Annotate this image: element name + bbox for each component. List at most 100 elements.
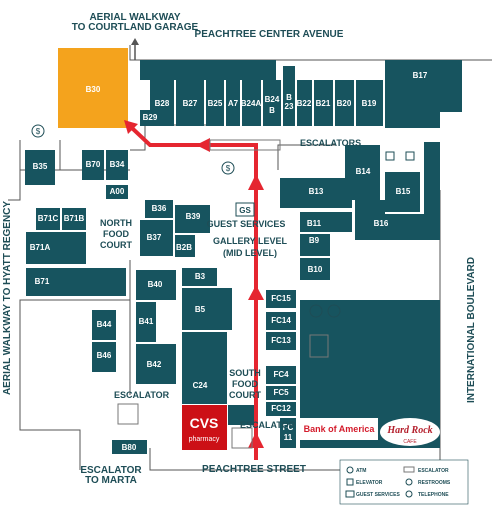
- unit-B9[interactable]: [300, 234, 330, 256]
- unit-B15[interactable]: [385, 172, 420, 212]
- unit-FC15[interactable]: [266, 290, 296, 308]
- unit-B71[interactable]: [26, 268, 126, 296]
- unit-B40[interactable]: [136, 270, 176, 300]
- cvs-logo[interactable]: CVS pharmacy: [182, 405, 227, 450]
- svg-text:B13: B13: [309, 187, 324, 196]
- unit-B35[interactable]: [25, 150, 55, 185]
- unit-B71C[interactable]: [36, 208, 60, 230]
- svg-text:B24A: B24A: [241, 99, 262, 108]
- telephone-icon: [405, 490, 413, 498]
- unit-labels: B30 B17 B19 B20 B21 B22 B 23 B24 B B24A …: [30, 71, 428, 452]
- unit-B46[interactable]: [92, 342, 116, 372]
- unit-B10[interactable]: [300, 258, 330, 280]
- unit-B30[interactable]: [58, 48, 128, 128]
- hard-rock-logo[interactable]: Hard Rock CAFE: [380, 418, 440, 446]
- unit-B34[interactable]: [106, 150, 128, 180]
- unit-B25[interactable]: [206, 80, 224, 126]
- unit-C24[interactable]: [182, 332, 227, 404]
- svg-text:COURT: COURT: [229, 390, 261, 400]
- unit-A7[interactable]: [226, 80, 240, 126]
- unit-B20[interactable]: [335, 80, 354, 126]
- street-left: AERIAL WALKWAY TO HYATT REGENCY: [2, 201, 13, 395]
- restrooms-icon[interactable]: [309, 304, 323, 318]
- unit-FC12[interactable]: [266, 402, 296, 416]
- atm-icon[interactable]: [31, 124, 45, 138]
- escalator-icon[interactable]: [117, 403, 139, 425]
- svg-text:GUEST SERVICES: GUEST SERVICES: [356, 492, 400, 498]
- amenity-icons: $ $ GS: [31, 124, 415, 318]
- unit-B11[interactable]: [300, 212, 352, 232]
- unit-FC13[interactable]: [266, 332, 296, 350]
- unit-B29[interactable]: [140, 110, 158, 126]
- unit-B27[interactable]: [176, 80, 204, 126]
- unit-B24B[interactable]: [263, 80, 281, 126]
- unit-B39[interactable]: [175, 205, 210, 233]
- svg-text:$: $: [226, 164, 231, 173]
- unit-B22[interactable]: [297, 80, 312, 126]
- escalator-icon[interactable]: [209, 139, 281, 151]
- svg-text:FC5: FC5: [273, 388, 289, 397]
- escalator-icon[interactable]: [309, 334, 329, 358]
- svg-text:B40: B40: [148, 280, 163, 289]
- unit-B80[interactable]: [112, 440, 147, 454]
- svg-text:B25: B25: [208, 99, 223, 108]
- svg-text:ESCALATOR: ESCALATOR: [240, 420, 296, 430]
- unit-B5[interactable]: [182, 288, 232, 330]
- unit-B42[interactable]: [136, 344, 176, 384]
- unit-B71B[interactable]: [62, 208, 86, 230]
- street-top: PEACHTREE CENTER AVENUE: [195, 29, 344, 40]
- unit-B14[interactable]: [345, 145, 380, 200]
- unit-FC5[interactable]: [266, 386, 296, 400]
- svg-text:FC13: FC13: [271, 336, 291, 345]
- route-arrow-bottom: [248, 432, 264, 448]
- unit-FC14[interactable]: [266, 312, 296, 330]
- guest-services-icon[interactable]: [235, 202, 255, 217]
- unit-A00[interactable]: [106, 185, 128, 199]
- svg-text:GUEST SERVICES: GUEST SERVICES: [207, 219, 286, 229]
- svg-text:B14: B14: [356, 167, 371, 176]
- unit-BOA-area[interactable]: [300, 300, 440, 448]
- unit-B36[interactable]: [145, 200, 173, 218]
- svg-text:B39: B39: [186, 212, 201, 221]
- unit-FC4[interactable]: [266, 366, 296, 384]
- atm-icon[interactable]: [221, 161, 235, 175]
- telephone-icon[interactable]: [327, 304, 341, 318]
- unit-left-south[interactable]: [228, 405, 258, 425]
- elevator-icon[interactable]: [385, 151, 395, 161]
- svg-text:FC: FC: [283, 423, 294, 432]
- svg-text:FOOD: FOOD: [103, 229, 129, 239]
- unit-B37[interactable]: [140, 220, 173, 256]
- svg-text:B9: B9: [309, 236, 320, 245]
- svg-text:B: B: [269, 106, 275, 115]
- svg-text:CAFE: CAFE: [403, 439, 417, 445]
- svg-text:B37: B37: [147, 233, 162, 242]
- unit-FC11[interactable]: [280, 418, 296, 448]
- unit-B17[interactable]: [385, 60, 462, 128]
- svg-text:B20: B20: [337, 99, 352, 108]
- area-labels: NORTH FOOD COURT SOUTH FOOD COURT GALLER…: [100, 138, 361, 430]
- unit-B70[interactable]: [82, 150, 104, 180]
- unit-B19[interactable]: [356, 80, 383, 126]
- svg-text:B36: B36: [152, 204, 167, 213]
- unit-B41[interactable]: [136, 302, 156, 342]
- svg-text:GALLERY LEVEL: GALLERY LEVEL: [213, 236, 288, 246]
- unit-B2B[interactable]: [175, 235, 195, 257]
- unit-B3[interactable]: [182, 268, 217, 286]
- unit-B16[interactable]: [355, 142, 440, 240]
- unit-B24A[interactable]: [242, 80, 261, 126]
- svg-text:B19: B19: [362, 99, 377, 108]
- unit-B23[interactable]: [283, 66, 295, 126]
- bank-of-america-logo[interactable]: Bank of America: [300, 418, 378, 440]
- unit-B13[interactable]: [280, 178, 352, 208]
- elevator-icon[interactable]: [405, 151, 415, 161]
- svg-text:ESCALATOR: ESCALATOR: [418, 468, 449, 474]
- unit-B71A[interactable]: [26, 232, 86, 264]
- unit-B21[interactable]: [314, 80, 333, 126]
- guest-services-icon: [345, 490, 355, 498]
- svg-text:B: B: [286, 93, 292, 102]
- svg-text:ATM: ATM: [356, 468, 366, 474]
- svg-text:B15: B15: [396, 187, 411, 196]
- unit-B44[interactable]: [92, 310, 116, 340]
- svg-text:A7: A7: [228, 99, 239, 108]
- escalator-icon[interactable]: [231, 427, 253, 449]
